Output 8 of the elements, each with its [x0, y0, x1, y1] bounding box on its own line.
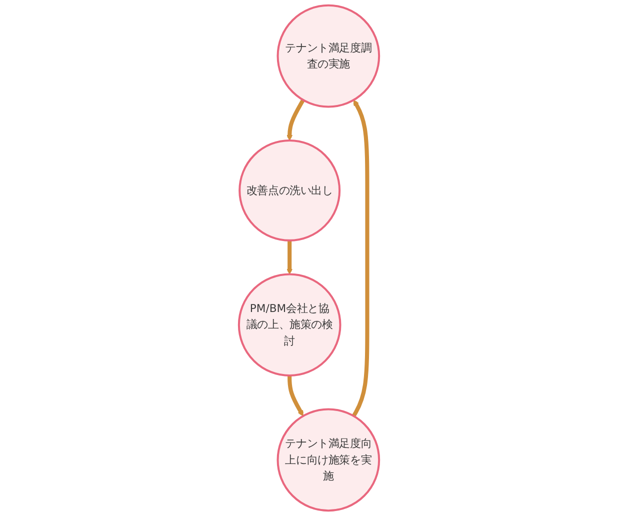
arrow	[286, 240, 293, 274]
arrow	[286, 98, 305, 141]
node-circle: 改善点の洗い出し	[238, 139, 341, 242]
node-circle: テナント満足度調査の実施	[276, 4, 380, 108]
arrow	[352, 100, 370, 418]
node-circle: テナント満足度向上に向け施策を実施	[276, 408, 380, 512]
arrow	[288, 376, 304, 416]
node-circle: PM/BM会社と協議の上、施策の検討	[238, 273, 342, 377]
